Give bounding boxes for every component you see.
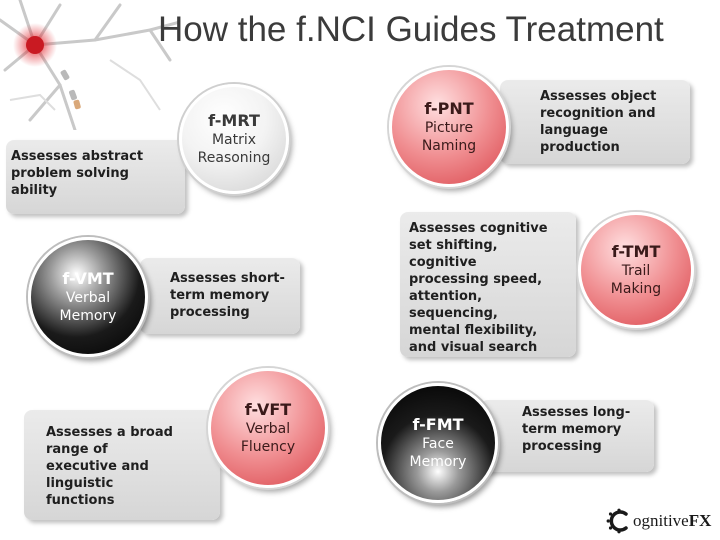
description-line: set shifting, [409,238,498,253]
description-panel-tmt: Assesses cognitive set shifting, cogniti… [400,212,576,357]
test-name-line: Naming [421,138,477,154]
description-line: production [540,140,620,155]
description-line: Assesses cognitive [409,221,548,236]
description-line: ability [11,183,58,198]
test-circle-vft: f-VFT Verbal Fluency [208,368,328,488]
description-line: processing [522,439,602,454]
test-name-line: Making [610,281,662,297]
description-panel-vmt: Assesses short- term memory processing [140,258,300,334]
description-line: mental flexibility, [409,323,538,338]
description-panel-fmt: Assesses long- term memory processing [480,400,654,472]
description-line: range of [46,442,108,457]
logo-text: ognitive [633,511,689,530]
description-line: recognition and [540,106,656,121]
test-name-line: Reasoning [197,150,271,166]
test-code: f-TMT [611,242,661,261]
test-name-line: Memory [409,454,467,470]
test-circle-fmt: f-FMT Face Memory [378,383,498,503]
description-panel-vft: Assesses a broad range of executive and … [24,410,220,520]
test-name-line: Trail [621,263,651,279]
description-line: functions [46,493,115,508]
description-line: cognitive [409,255,477,270]
description-line: language [540,123,608,138]
test-circle-vmt: f-VMT Verbal Memory [28,237,148,357]
description-line: Assesses short- [170,271,285,286]
logo-c-icon [606,508,628,534]
test-code: f-VMT [62,269,114,288]
test-name-line: Memory [59,308,117,324]
description-line: executive and [46,459,149,474]
description-line: term memory [522,422,622,437]
description-line: attention, [409,289,483,304]
description-line: Assesses object [540,89,657,104]
description-line: processing [170,305,250,320]
test-code: f-VFT [244,400,292,419]
description-line: sequencing, [409,306,498,321]
neuron-illustration [0,0,180,130]
description-panel-pnt: Assesses object recognition and language… [500,80,690,164]
test-name-line: Verbal [245,421,291,437]
test-name-line: Face [422,436,454,452]
test-name-line: Picture [424,120,474,136]
test-name-line: Matrix [211,132,257,148]
description-line: Assesses abstract [11,149,144,164]
description-line: linguistic [46,476,114,491]
description-line: processing speed, [409,272,543,287]
test-code: f-MRT [208,111,260,130]
test-circle-mrt: f-MRT Matrix Reasoning [179,84,289,194]
description-line: Assesses long- [522,405,631,420]
test-circle-pnt: f-PNT Picture Naming [389,67,509,187]
description-panel-mrt: Assesses abstract problem solving abilit… [6,140,185,214]
logo-text-fx: FX [688,511,712,530]
test-code: f-FMT [412,415,464,434]
test-code: f-PNT [424,99,474,118]
description-line: and visual search [409,340,538,355]
description-line: problem solving [11,166,129,181]
slide-title: How the f.NCI Guides Treatment [158,10,664,49]
test-circle-tmt: f-TMT Trail Making [578,212,694,328]
description-line: term memory [170,288,270,303]
test-name-line: Verbal [65,290,111,306]
test-name-line: Fluency [240,439,296,455]
description-line: Assesses a broad [46,425,173,440]
